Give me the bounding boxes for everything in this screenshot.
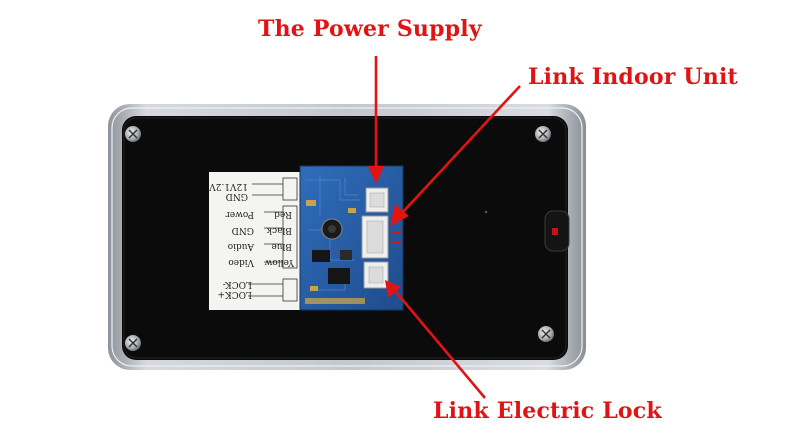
terminal-video: Video — [228, 257, 255, 267]
arrow-indoor-unit — [390, 85, 521, 226]
terminal-gnd-2: GND — [232, 225, 254, 235]
screw-icon — [125, 335, 141, 351]
wiring-label: 12V1.2V GND Power GND Audio Video LOCK- … — [209, 172, 307, 310]
terminal-gnd: GND — [226, 191, 248, 201]
wire-blue: Blue — [271, 241, 292, 251]
terminal-audio: Audio — [228, 241, 255, 251]
power-connector — [365, 187, 389, 213]
terminal-lock-plus: LOCK+ — [217, 289, 252, 299]
lock-connector — [363, 261, 389, 289]
screw-icon — [125, 126, 141, 142]
label-terminal-lines — [248, 177, 298, 302]
wire-black: Black — [266, 225, 292, 235]
terminal-power: Power — [225, 209, 254, 219]
terminal-lock-minus: LOCK- — [223, 279, 252, 289]
side-slot — [484, 210, 570, 252]
label-terminal-text: 12V1.2V GND Power GND Audio Video LOCK- … — [209, 181, 295, 299]
arrow-electric-lock — [385, 280, 486, 399]
wire-red: Red — [274, 209, 292, 219]
electric-lock-callout: Link Electric Lock — [433, 398, 662, 424]
indoor-unit-callout: Link Indoor Unit — [528, 64, 738, 90]
screw-icon — [538, 326, 554, 342]
wire-yellow: Yellow — [264, 257, 295, 267]
power-supply-callout: The Power Supply — [258, 16, 482, 42]
terminal-12v: 12V1.2V — [209, 181, 248, 191]
arrow-power-supply — [368, 56, 384, 184]
indoor-unit-connector — [361, 215, 389, 259]
screw-icon — [535, 126, 551, 142]
